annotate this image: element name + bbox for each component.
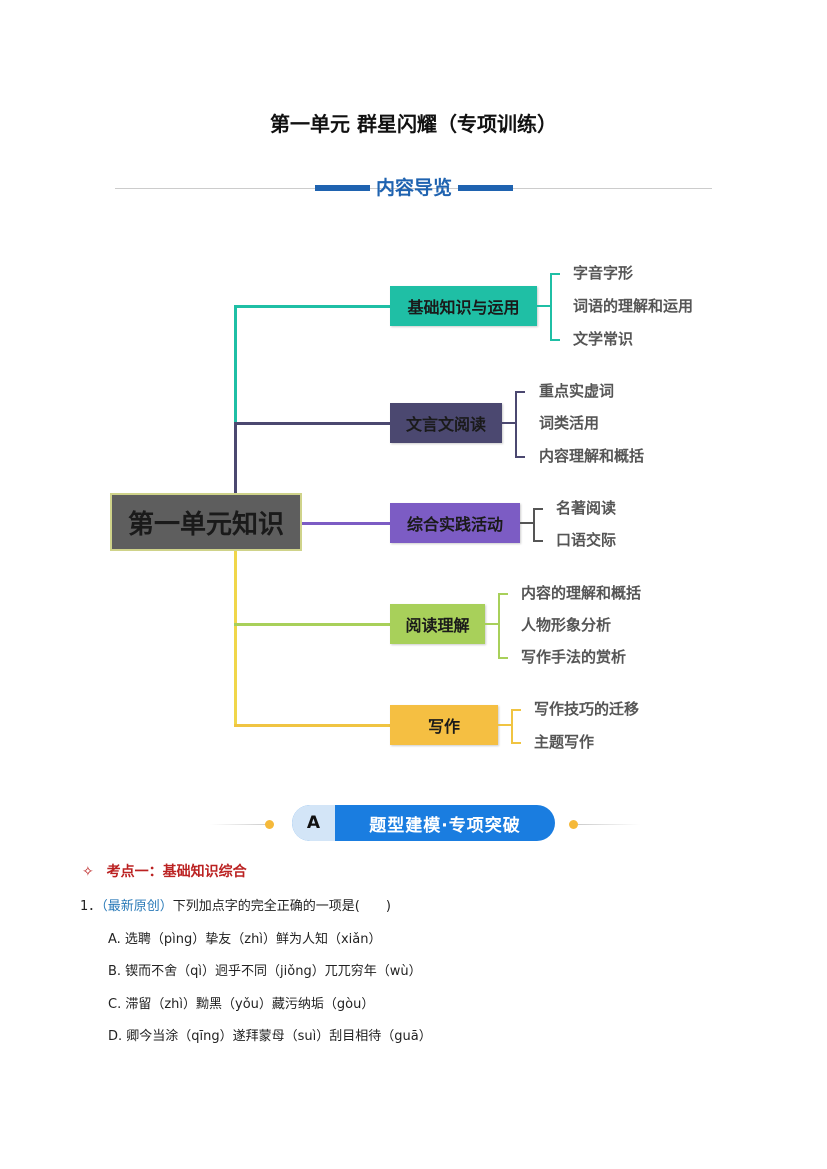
dot-icon (265, 820, 274, 829)
section-header: 内容导览 (375, 177, 452, 199)
header-rule (115, 188, 712, 189)
branch-node: 阅读理解 (390, 604, 485, 644)
branch-child: 主题写作 (534, 733, 595, 751)
option-d: D. 卿今当涂（qīng）遂拜蒙母（suì）刮目相待（guā） (108, 1029, 432, 1044)
branch-node: 基础知识与运用 (390, 286, 537, 326)
branch-child: 口语交际 (556, 531, 617, 549)
option-c: C. 滞留（zhì）黝黑（yǒu）藏污纳垢（gòu） (108, 997, 375, 1012)
banner-letter: A (292, 805, 335, 841)
branch-child: 写作技巧的迁移 (534, 700, 640, 718)
branch-node: 写作 (390, 705, 498, 745)
option-b: B. 锲而不舍（qì）迥乎不同（jiǒng）兀兀穷年（wù） (108, 964, 422, 979)
question-number: 1． (80, 899, 102, 914)
branch-child: 名著阅读 (556, 499, 617, 517)
banner-text: 题型建模·专项突破 (369, 815, 521, 836)
branch-child: 重点实虚词 (539, 382, 615, 400)
branch-child: 内容理解和概括 (539, 447, 645, 465)
branch-child: 字音字形 (573, 264, 634, 282)
dot-icon (569, 820, 578, 829)
question-text: 下列加点字的完全正确的一项是( ) (172, 899, 391, 914)
branch-node: 文言文阅读 (390, 403, 502, 443)
header-bar-right (458, 185, 513, 191)
question-stem: 1．（最新原创）下列加点字的完全正确的一项是( ) (80, 895, 391, 914)
branch-child: 人物形象分析 (521, 616, 612, 634)
mindmap-root: 第一单元知识 (110, 493, 302, 551)
page-title: 第一单元 群星闪耀（专项训练） (270, 112, 557, 136)
kaodian-label: 考点一：基础知识综合 (106, 864, 247, 880)
branch-node: 综合实践活动 (390, 503, 520, 543)
option-a: A. 选聘（pìng）挚友（zhì）鲜为人知（xiǎn） (108, 932, 382, 947)
header-bar-left (315, 185, 370, 191)
branch-child: 词语的理解和运用 (573, 297, 694, 315)
question-source: （最新原创） (101, 899, 173, 914)
branch-child: 写作手法的赏析 (521, 648, 627, 666)
branch-child: 词类活用 (539, 414, 600, 432)
kaodian-heading: ✧ 考点一：基础知识综合 (82, 861, 247, 881)
sparkle-icon: ✧ (82, 864, 94, 880)
branch-child: 文学常识 (573, 330, 634, 348)
branch-child: 内容的理解和概括 (521, 584, 642, 602)
